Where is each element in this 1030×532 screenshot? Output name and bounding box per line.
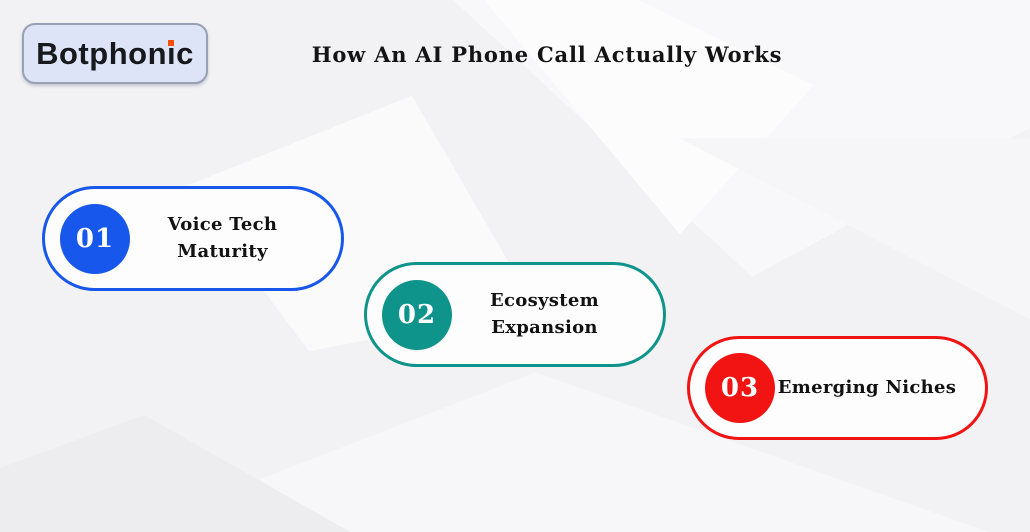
step-label-line: Expansion — [491, 316, 598, 338]
step-card-ecosystem-expansion: 02 Ecosystem Expansion — [364, 262, 666, 367]
step-label: Voice Tech Maturity — [130, 212, 341, 264]
step-label-line: Voice Tech — [167, 214, 278, 236]
step-label-line: Ecosystem — [490, 290, 599, 312]
step-label: Ecosystem Expansion — [452, 288, 663, 340]
step-number-badge: 03 — [705, 353, 775, 423]
step-card-emerging-niches: 03 Emerging Niches — [687, 336, 988, 440]
brand-logo-i-dot — [168, 40, 174, 46]
step-number-badge: 02 — [382, 279, 452, 350]
step-card-voice-tech-maturity: 01 Voice Tech Maturity — [42, 186, 344, 291]
step-label-line: Emerging Niches — [777, 376, 957, 398]
step-number-badge: 01 — [60, 203, 130, 274]
page-title: How An AI Phone Call Actually Works — [311, 42, 783, 67]
step-label-line: Maturity — [177, 240, 268, 262]
step-label: Emerging Niches — [775, 375, 985, 401]
